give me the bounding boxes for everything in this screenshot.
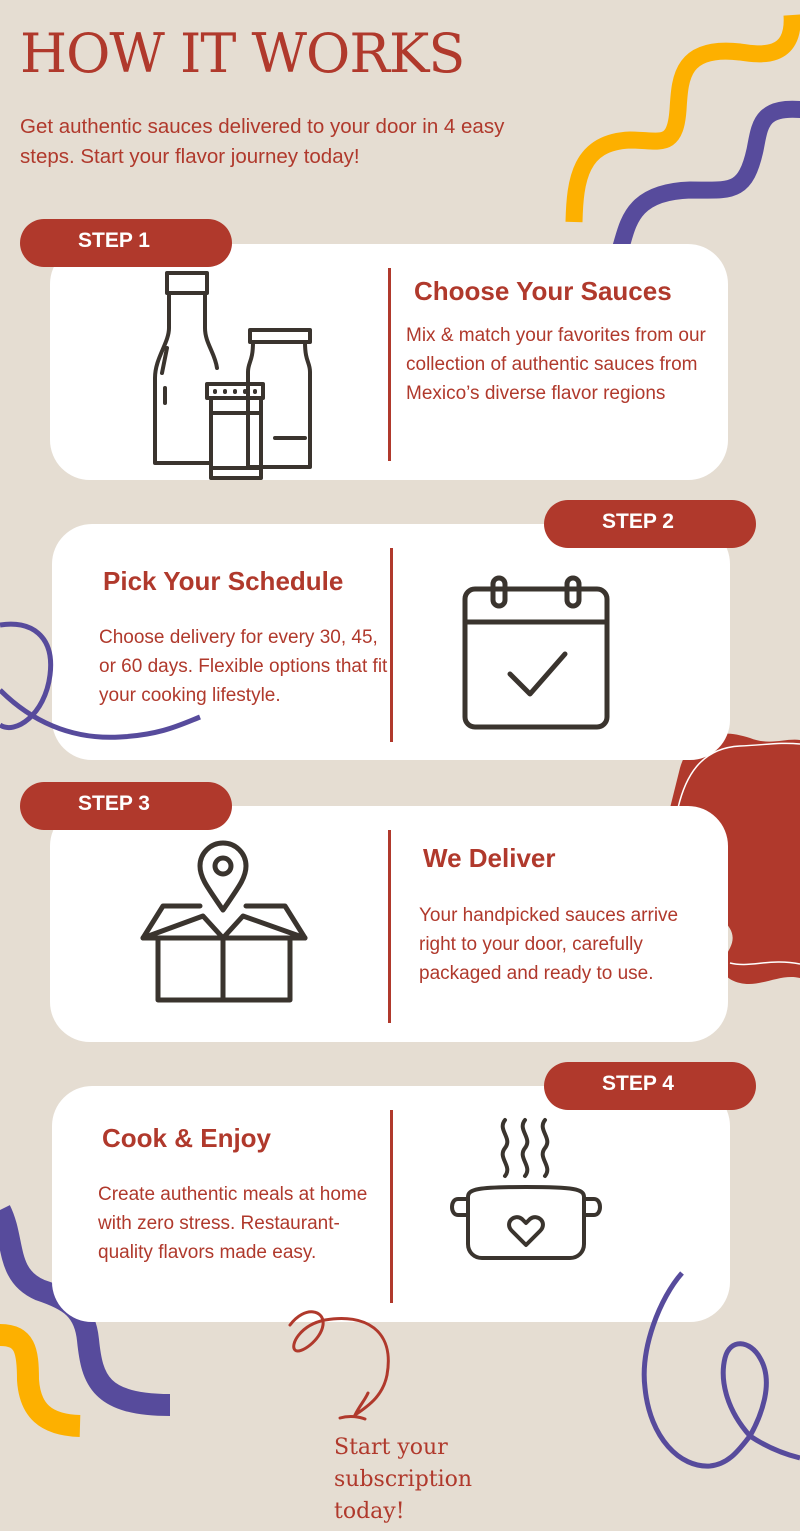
step-3-title: We Deliver: [423, 843, 556, 873]
step-4-badge: STEP 4: [544, 1062, 756, 1110]
step-2-divider: [390, 548, 393, 742]
left-loop-decoration: [0, 621, 201, 740]
step-2-badge: STEP 2: [544, 500, 756, 548]
sauce-bottles-icon: [153, 271, 312, 480]
step-1-divider: [388, 268, 391, 461]
page-subtitle: Get authentic sauces delivered to your d…: [20, 115, 505, 168]
page-title: HOW IT WORKS: [20, 22, 465, 85]
step-2-description: Choose delivery for every 30, 45, or 60 …: [99, 627, 388, 706]
top-squiggles-decoration: [565, 14, 800, 250]
cooking-pot-heart-icon: [450, 1118, 602, 1260]
bottom-right-loop-decoration: [641, 1271, 800, 1469]
step-4-description: Create authentic meals at home with zero…: [98, 1184, 368, 1263]
step-3-divider: [388, 830, 391, 1023]
step-4-divider: [390, 1110, 393, 1303]
step-2-title: Pick Your Schedule: [103, 566, 344, 596]
step-3-badge: STEP 3: [20, 782, 232, 830]
step-1-description: Mix & match your favorites from our coll…: [406, 325, 706, 404]
step-4-title: Cook & Enjoy: [102, 1123, 272, 1153]
step-1-badge: STEP 1: [20, 219, 232, 267]
step-1-title: Choose Your Sauces: [414, 276, 672, 306]
box-location-icon: [140, 840, 308, 1003]
curly-arrow-icon: [288, 1310, 390, 1421]
calendar-check-icon: [462, 575, 610, 730]
step-3-description: Your handpicked sauces arrive right to y…: [419, 905, 679, 984]
cta-text: Start your subscription today!: [334, 1435, 473, 1524]
red-blob-decoration: [666, 733, 800, 985]
